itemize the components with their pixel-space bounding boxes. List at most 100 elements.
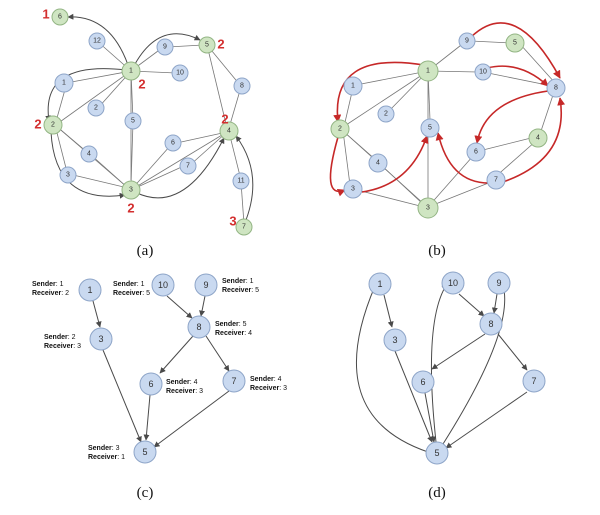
panel-b-node: 4 <box>368 153 388 173</box>
panel-a-node: 2 <box>87 99 105 117</box>
sender-receiver-note: Sender: 1 Receiver: 5 <box>113 281 150 297</box>
svg-text:8: 8 <box>554 85 558 92</box>
sender-receiver-note: Sender: 1 Receiver: 5 <box>222 278 259 294</box>
svg-text:1: 1 <box>351 83 355 90</box>
svg-text:6: 6 <box>420 377 425 387</box>
svg-text:8: 8 <box>240 83 244 90</box>
svg-text:4: 4 <box>227 128 231 135</box>
panel-a-node: 6 <box>164 134 182 152</box>
svg-text:8: 8 <box>196 322 201 332</box>
panel-b-node: 10 <box>474 63 492 81</box>
panel-a-node: 9 <box>156 38 174 56</box>
red-number: 3 <box>229 214 236 229</box>
panel-b-node: 3 <box>343 179 363 199</box>
red-number: 2 <box>127 201 134 216</box>
svg-text:1: 1 <box>87 285 92 295</box>
panel-a-node: 6 <box>51 8 69 26</box>
svg-text:Receiver: 4: Receiver: 4 <box>215 330 252 337</box>
panel-a-node: 10 <box>171 64 189 82</box>
svg-text:1: 1 <box>426 68 430 75</box>
panel-c-caption: (c) <box>137 485 154 501</box>
panel-a-node: 3 <box>121 180 141 200</box>
svg-text:5: 5 <box>434 448 439 458</box>
svg-text:Sender: 3: Sender: 3 <box>88 445 120 452</box>
panel-a-node: 12 <box>88 32 106 50</box>
panel-a-node: 5 <box>124 112 142 130</box>
svg-text:2: 2 <box>51 122 55 129</box>
panel-d-node: 6 <box>411 370 435 394</box>
svg-text:10: 10 <box>176 70 184 77</box>
svg-text:7: 7 <box>494 177 498 184</box>
panel-b-nodes: 9 5 1 10 8 1 2 2 5 6 4 4 3 7 3 <box>330 32 566 219</box>
red-number: 2 <box>34 117 41 132</box>
svg-text:7: 7 <box>242 224 246 231</box>
svg-text:9: 9 <box>163 44 167 51</box>
svg-text:Sender: 4: Sender: 4 <box>250 376 282 383</box>
red-number: 2 <box>221 112 228 127</box>
svg-text:Sender: 1: Sender: 1 <box>32 281 64 288</box>
svg-text:Receiver: 3: Receiver: 3 <box>166 388 203 395</box>
svg-text:Sender: 5: Sender: 5 <box>215 321 247 328</box>
svg-text:3: 3 <box>129 187 133 194</box>
panel-a-node: 7 <box>235 218 253 236</box>
svg-text:4: 4 <box>536 135 540 142</box>
panel-c-nodes: 1 10 9 3 8 6 7 5 <box>78 273 246 464</box>
svg-text:5: 5 <box>131 118 135 125</box>
panel-a: 6 12 1 9 10 5 1 2 2 8 5 6 4 4 3 7 11 3 7… <box>34 7 254 259</box>
panel-d-edges <box>356 283 528 453</box>
svg-text:1: 1 <box>129 68 133 75</box>
svg-text:5: 5 <box>428 125 432 132</box>
svg-text:9: 9 <box>203 280 208 290</box>
svg-text:3: 3 <box>351 186 355 193</box>
panel-c: 1 10 9 3 8 6 7 5 Sender: 1 Receiver: 2 S… <box>32 273 287 501</box>
panel-a-red-numbers: 1 2 2 2 2 2 3 <box>34 7 236 229</box>
panel-d-node: 9 <box>487 271 511 295</box>
panel-c-node: 3 <box>89 327 113 351</box>
svg-text:4: 4 <box>87 151 91 158</box>
svg-text:1: 1 <box>62 80 66 87</box>
panel-b-node: 1 <box>343 76 363 96</box>
svg-text:2: 2 <box>384 111 388 118</box>
panel-b-node: 2 <box>377 105 395 123</box>
red-number: 2 <box>138 77 145 92</box>
panel-d: 1 10 9 3 8 6 7 5 (d) <box>356 271 546 501</box>
panel-c-node: 8 <box>187 315 211 339</box>
panel-d-caption: (d) <box>428 485 446 501</box>
red-number: 1 <box>42 7 49 22</box>
panel-b-node: 6 <box>466 142 486 162</box>
svg-text:7: 7 <box>186 163 190 170</box>
svg-text:8: 8 <box>488 319 493 329</box>
panel-b: 9 5 1 10 8 1 2 2 5 6 4 4 3 7 3 (b) <box>329 22 566 259</box>
svg-text:Sender: 1: Sender: 1 <box>113 281 145 288</box>
svg-text:5: 5 <box>142 447 147 457</box>
panel-a-node: 3 <box>59 166 77 184</box>
svg-text:1: 1 <box>377 279 382 289</box>
svg-text:7: 7 <box>531 376 536 386</box>
panel-c-node: 6 <box>139 372 163 396</box>
panel-b-node: 8 <box>546 78 566 98</box>
svg-text:6: 6 <box>58 14 62 21</box>
sender-receiver-note: Sender: 4 Receiver: 3 <box>166 379 203 395</box>
svg-text:3: 3 <box>426 205 430 212</box>
panel-b-node: 5 <box>420 118 440 138</box>
panel-a-node: 1 <box>121 61 141 81</box>
panel-b-node: 9 <box>458 32 476 50</box>
panel-d-node: 10 <box>441 271 465 295</box>
panel-d-nodes: 1 10 9 3 8 6 7 5 <box>368 271 546 465</box>
panel-b-edges <box>329 22 566 208</box>
svg-text:5: 5 <box>205 42 209 49</box>
svg-text:9: 9 <box>465 38 469 45</box>
svg-text:Receiver: 3: Receiver: 3 <box>44 343 81 350</box>
panel-a-node: 2 <box>43 115 63 135</box>
svg-text:6: 6 <box>171 140 175 147</box>
svg-text:7: 7 <box>231 376 236 386</box>
sender-receiver-note: Sender: 2 Receiver: 3 <box>44 334 81 350</box>
svg-text:9: 9 <box>496 278 501 288</box>
panel-a-node: 1 <box>54 73 74 93</box>
svg-text:6: 6 <box>474 149 478 156</box>
panel-c-node: 7 <box>222 369 246 393</box>
panel-a-node: 7 <box>179 157 197 175</box>
panel-d-node: 3 <box>383 328 407 352</box>
panel-b-node: 2 <box>330 119 350 139</box>
